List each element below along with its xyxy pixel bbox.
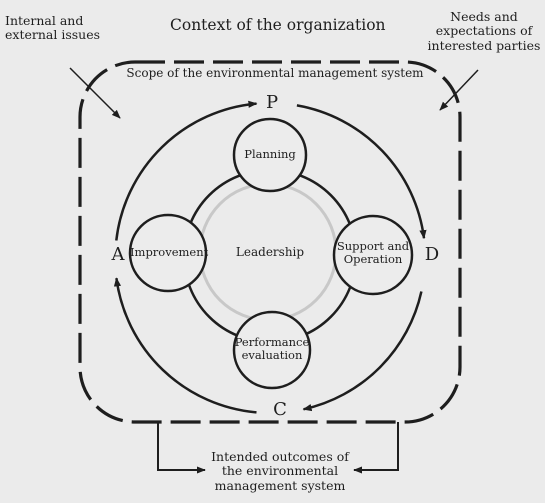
planning-circle [232, 117, 308, 193]
pdca-d: D [424, 244, 440, 265]
support-label: Support and Operation [336, 239, 410, 267]
arc-d-to-c [302, 291, 423, 412]
improvement-label: Improvement [130, 245, 209, 259]
needs-arrow [439, 69, 479, 111]
leadership-label: Leadership [235, 245, 305, 259]
pdca-p: P [265, 92, 279, 113]
outcome-line-left [157, 422, 206, 474]
planning-label: Planning [244, 147, 296, 161]
support-circle [332, 214, 414, 296]
scope-boundary [78, 60, 462, 424]
internal-issues-label: Internal and external issues [5, 13, 101, 43]
internal-issues-arrow [69, 67, 121, 119]
arc-a-to-p [115, 100, 258, 241]
arc-c-to-a [113, 277, 257, 414]
outcome-line-right [353, 422, 399, 474]
arc-p-to-d [296, 104, 427, 240]
pdca-a: A [111, 244, 125, 265]
performance-label: Performance evaluation [234, 335, 310, 363]
outcomes-label: Intended outcomes of the environmental m… [211, 449, 349, 493]
needs-expectations-label: Needs and expectations of interested par… [427, 9, 541, 53]
diagram-title: Context of the organization [170, 16, 386, 34]
pdca-c: C [273, 399, 287, 420]
performance-circle [232, 310, 312, 390]
scope-label: Scope of the environmental management sy… [126, 66, 424, 80]
improvement-circle [128, 213, 208, 293]
